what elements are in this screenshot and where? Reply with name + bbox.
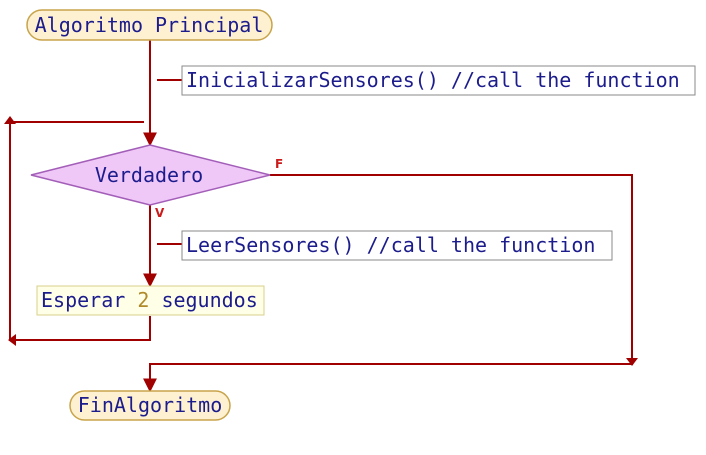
false-branch-arrowhead: [626, 358, 638, 366]
wait-suffix: segundos: [161, 288, 257, 312]
edge-false-branch: [143, 174, 633, 393]
loop-exit-arrowhead: [8, 334, 16, 346]
end-terminal: FinAlgoritmo: [69, 390, 231, 421]
wait-process-box: Esperar 2 segundos: [36, 285, 265, 316]
wait-value: 2: [137, 288, 149, 312]
decision-node: Verdadero: [30, 144, 271, 206]
false-branch-label: F: [275, 157, 283, 171]
init-call-label: InicializarSensores() //call the functio…: [186, 68, 680, 92]
decision-label: Verdadero: [95, 163, 203, 187]
true-branch-label: V: [155, 206, 165, 220]
end-label: FinAlgoritmo: [78, 393, 223, 417]
loop-call-label: LeerSensores() //call the function: [186, 233, 595, 257]
loop-call-box: LeerSensores() //call the function: [181, 230, 613, 261]
loop-back-arrowhead: [4, 116, 16, 124]
wait-label: Esperar 2 segundos: [41, 288, 258, 312]
init-call-box: InicializarSensores() //call the functio…: [181, 65, 696, 96]
start-label: Algoritmo Principal: [35, 13, 264, 37]
start-terminal: Algoritmo Principal: [26, 9, 273, 41]
wait-prefix: Esperar: [41, 288, 125, 312]
